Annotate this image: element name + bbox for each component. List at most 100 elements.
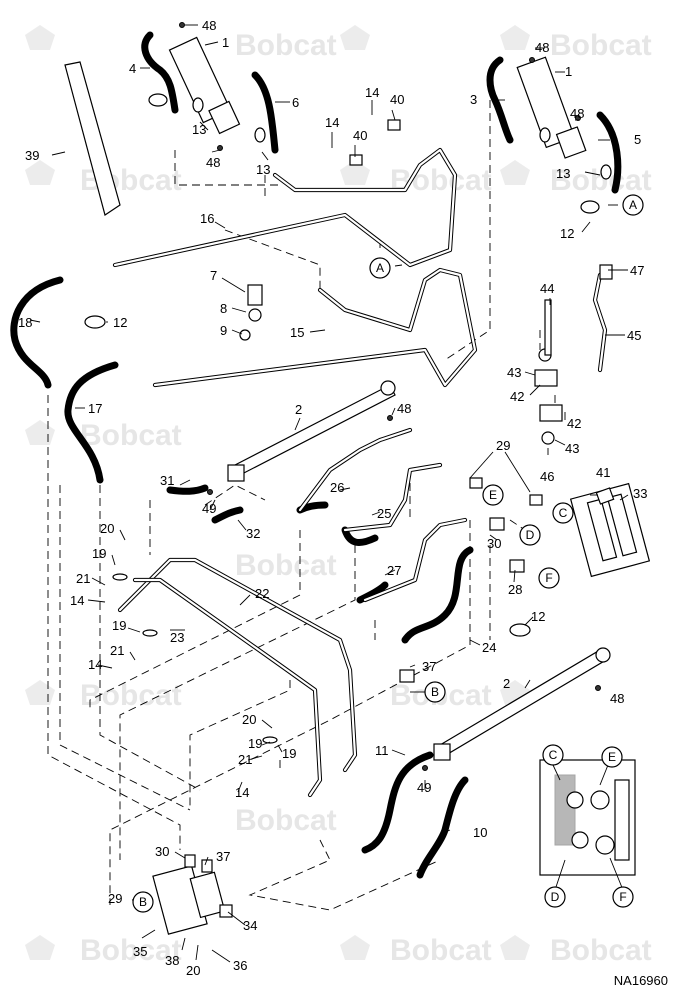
- drawing-reference-number: NA16960: [614, 973, 668, 988]
- part-label: 30: [155, 844, 169, 859]
- part-label: 48: [535, 40, 549, 55]
- svg-text:Bobcat: Bobcat: [390, 164, 492, 197]
- part-label: 3: [470, 92, 477, 107]
- svg-text:E: E: [489, 488, 497, 502]
- svg-text:C: C: [549, 748, 558, 762]
- part-label: 41: [596, 465, 610, 480]
- part-label: 44: [540, 281, 554, 296]
- svg-text:Bobcat: Bobcat: [235, 804, 337, 837]
- part-label: 21: [110, 643, 124, 658]
- part-label: 47: [630, 263, 644, 278]
- part-label: 28: [508, 582, 522, 597]
- watermark-layer: Bobcat Bobcat Bobcat Bobcat Bobcat Bobca…: [25, 25, 652, 967]
- part-label: 14: [365, 85, 379, 100]
- svg-text:D: D: [551, 890, 560, 904]
- svg-text:Bobcat: Bobcat: [390, 934, 492, 967]
- part-label: 2: [295, 402, 302, 417]
- part-label: 20: [100, 521, 114, 536]
- part-label: 10: [473, 825, 487, 840]
- svg-text:D: D: [526, 528, 535, 542]
- part-label: 14: [88, 657, 102, 672]
- part-label: 20: [242, 712, 256, 727]
- part-label: 30: [487, 536, 501, 551]
- svg-text:A: A: [376, 261, 384, 275]
- svg-text:Bobcat: Bobcat: [550, 29, 652, 62]
- part-label: 21: [76, 571, 90, 586]
- part-label: 29: [496, 438, 510, 453]
- svg-text:C: C: [559, 506, 568, 520]
- part-label: 12: [531, 609, 545, 624]
- part-label: 16: [200, 211, 214, 226]
- part-label: 42: [567, 416, 581, 431]
- part-label: 23: [170, 630, 184, 645]
- part-label: 48: [610, 691, 624, 706]
- part-label: 19: [282, 746, 296, 761]
- part-label: 40: [390, 92, 404, 107]
- part-label: 25: [377, 506, 391, 521]
- part-label: 18: [18, 315, 32, 330]
- part-label: 2: [503, 676, 510, 691]
- part-label: 14: [70, 593, 84, 608]
- part-label: 19: [112, 618, 126, 633]
- svg-text:B: B: [431, 685, 439, 699]
- leader-lines: [29, 24, 629, 963]
- part-label: 13: [256, 162, 270, 177]
- part-label: 49: [202, 501, 216, 516]
- part-label: 43: [565, 441, 579, 456]
- part-label: 24: [482, 640, 496, 655]
- control-valve-38: [152, 865, 226, 935]
- part-label: 5: [634, 132, 641, 147]
- part-label: 37: [422, 659, 436, 674]
- part-label: 35: [133, 944, 147, 959]
- svg-text:Bobcat: Bobcat: [550, 934, 652, 967]
- svg-text:Bobcat: Bobcat: [235, 549, 337, 582]
- part-label: 45: [627, 328, 641, 343]
- part-label: 37: [216, 849, 230, 864]
- part-label: 29: [108, 891, 122, 906]
- part-label: 1: [565, 64, 572, 79]
- control-valve-33: [569, 482, 651, 578]
- part-label: 13: [192, 122, 206, 137]
- svg-text:B: B: [139, 895, 147, 909]
- svg-text:Bobcat: Bobcat: [235, 29, 337, 62]
- part-label: 1: [222, 35, 229, 50]
- part-label: 19: [248, 736, 262, 751]
- svg-text:A: A: [629, 198, 637, 212]
- svg-text:Bobcat: Bobcat: [80, 419, 182, 452]
- part-label: 42: [510, 389, 524, 404]
- part-label: 14: [325, 115, 339, 130]
- part-label: 38: [165, 953, 179, 968]
- svg-text:Bobcat: Bobcat: [80, 679, 182, 712]
- rigid-tubes: [112, 147, 608, 798]
- hoses: [10, 31, 622, 879]
- part-label: 32: [246, 526, 260, 541]
- part-label: 27: [387, 563, 401, 578]
- part-label: 17: [88, 401, 102, 416]
- part-labels: 48 1 4 6 13 48 13 48 1 3 5 48 13 12 14 4…: [18, 18, 647, 978]
- part-label: 46: [540, 469, 554, 484]
- part-label: 36: [233, 958, 247, 973]
- part-label: 14: [235, 785, 249, 800]
- part-label: 8: [220, 301, 227, 316]
- part-label: 7: [210, 268, 217, 283]
- valve-inset-view: [539, 759, 636, 876]
- part-label: 15: [290, 325, 304, 340]
- callouts: A A B B C C D D E E F F: [132, 194, 644, 913]
- part-label: 21: [238, 752, 252, 767]
- part-label: 19: [92, 546, 106, 561]
- svg-text:F: F: [545, 571, 552, 585]
- svg-text:F: F: [619, 890, 626, 904]
- part-label: 49: [417, 780, 431, 795]
- part-label: 13: [556, 166, 570, 181]
- part-label: 34: [243, 918, 257, 933]
- part-label: 48: [397, 401, 411, 416]
- part-label: 33: [633, 486, 647, 501]
- part-label: 20: [186, 963, 200, 978]
- assembly-dashed-lines: [47, 100, 556, 911]
- part-label: 6: [292, 95, 299, 110]
- part-label: 4: [129, 61, 136, 76]
- part-label: 39: [25, 148, 39, 163]
- part-label: 22: [255, 586, 269, 601]
- part-label: 40: [353, 128, 367, 143]
